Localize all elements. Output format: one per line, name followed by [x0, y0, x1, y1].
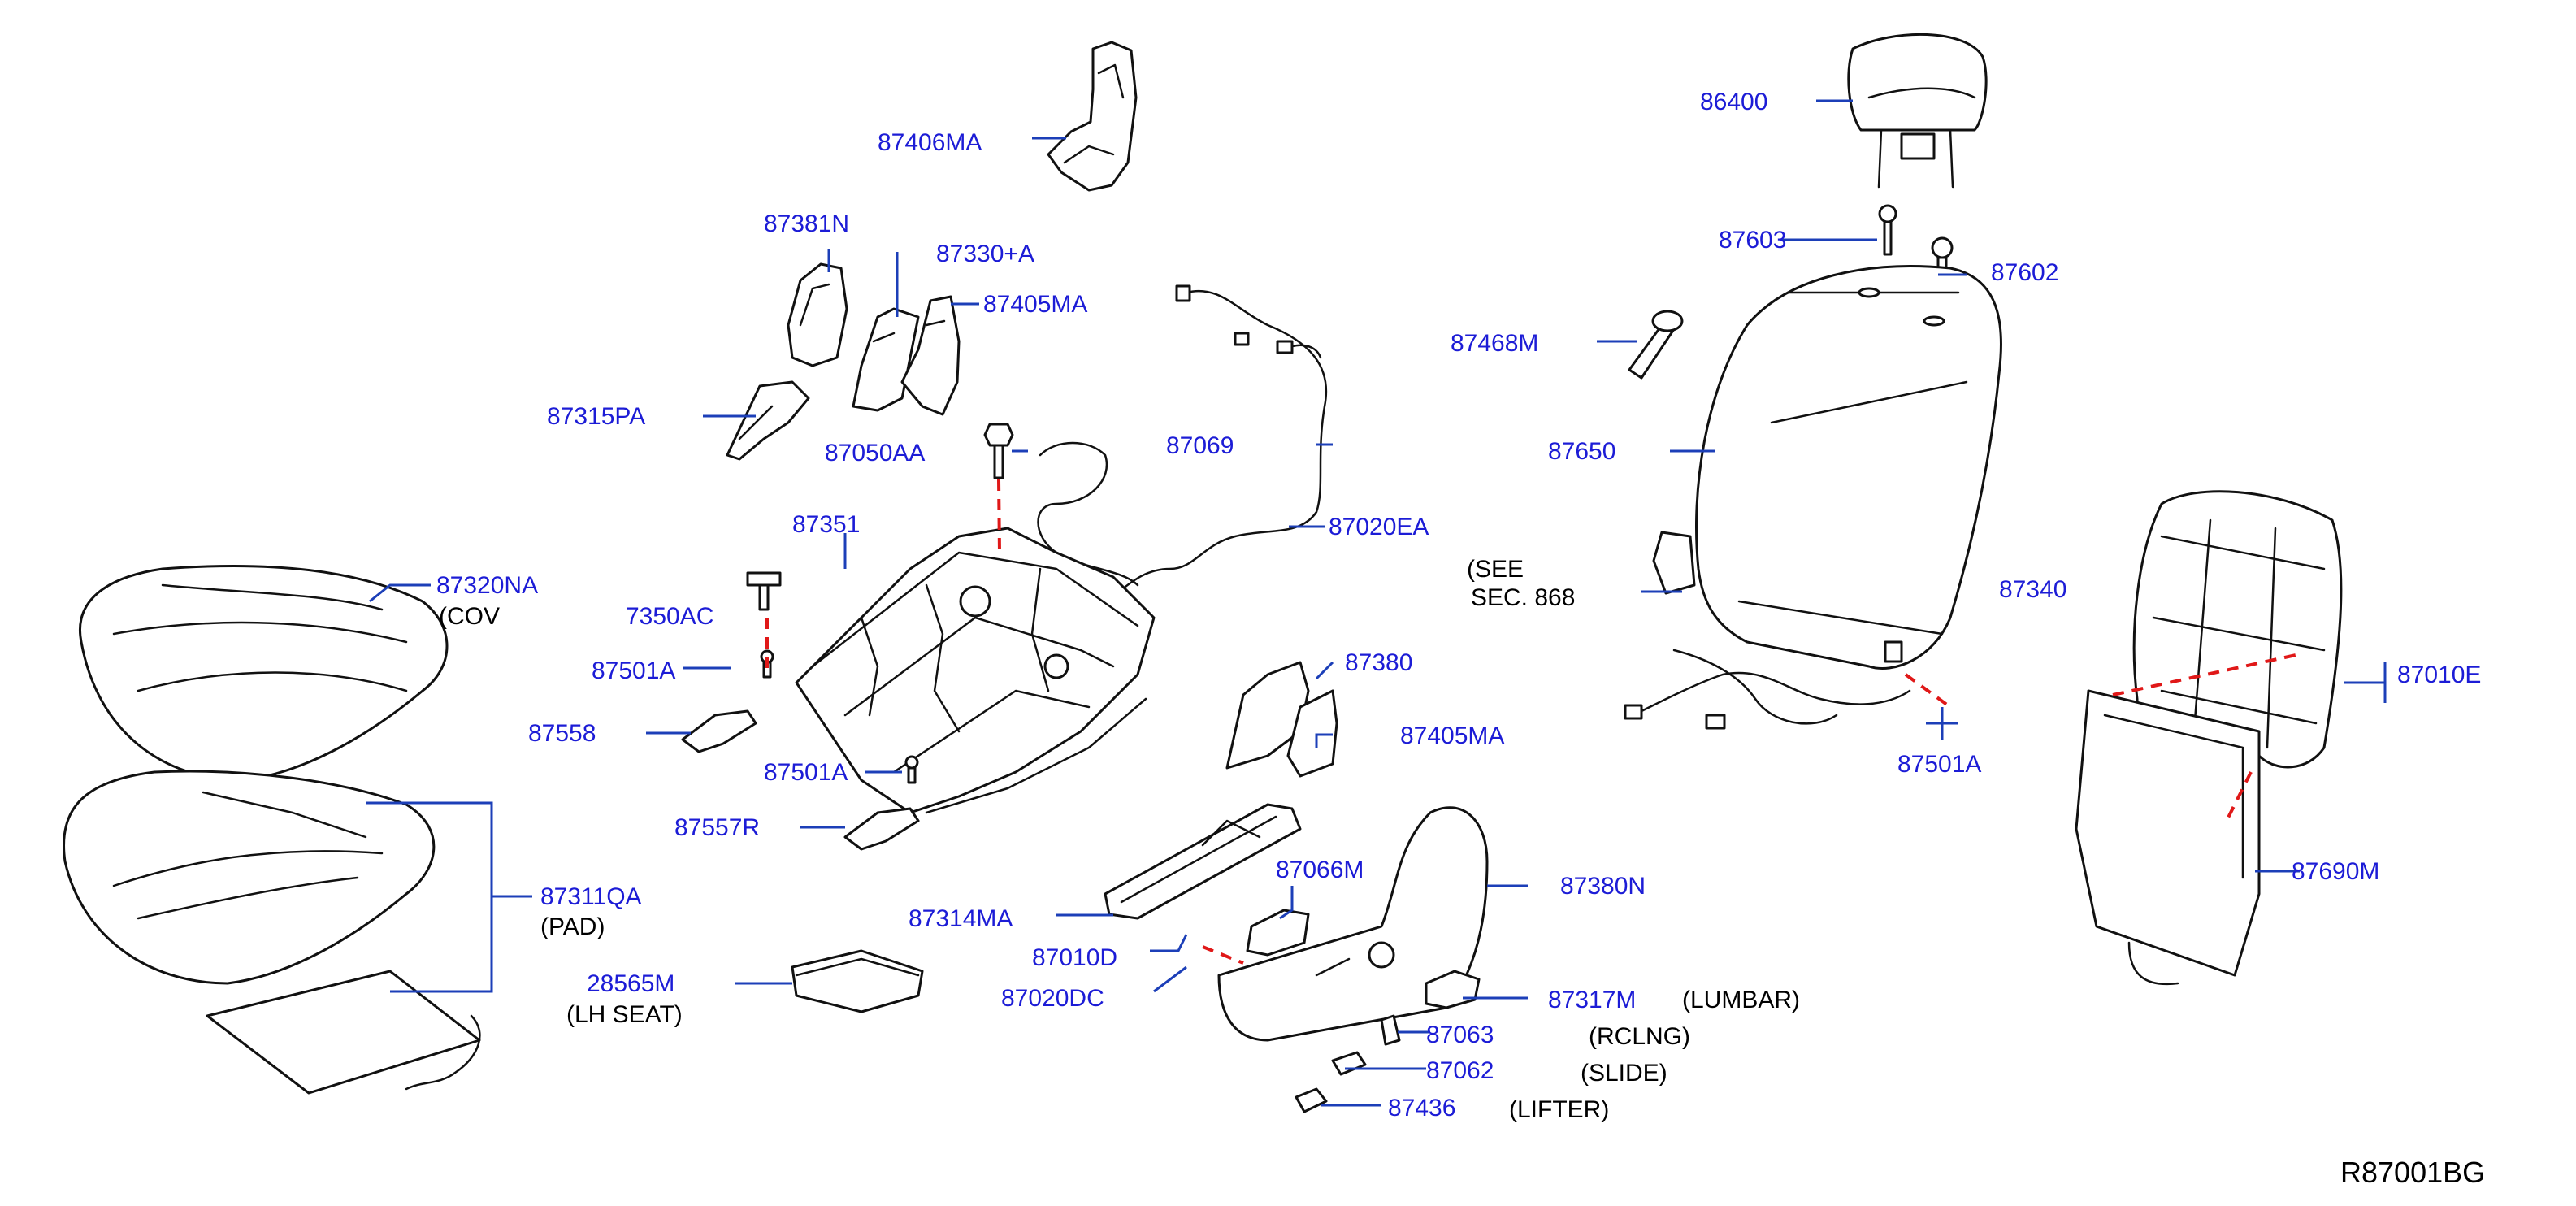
- callout-87320na: 87320NA: [436, 572, 538, 599]
- part-28565m-control-unit: [791, 949, 924, 1013]
- callout-87314ma: 87314MA: [909, 905, 1013, 932]
- callout-87557r: 87557R: [674, 814, 760, 841]
- callout-28565m: 28565M: [587, 970, 674, 997]
- callout-87468m: 87468M: [1451, 330, 1538, 357]
- leader-lines: [366, 99, 2387, 1107]
- callout-87405ma-mid: 87405MA: [1400, 722, 1504, 749]
- callout-87020ea: 87020EA: [1329, 514, 1429, 540]
- callout-87381n: 87381N: [764, 210, 849, 237]
- callout-87330a: 87330+A: [936, 241, 1034, 267]
- callout-87062: 87062: [1426, 1057, 1494, 1084]
- part-87320na-cushion-cover: [79, 564, 449, 782]
- part-87406ma-trim: [1047, 41, 1138, 192]
- part-87436-lifter-knob: [1295, 1087, 1328, 1113]
- callout-87501a-mid: 87501A: [764, 759, 848, 786]
- part-belt-buckle: [1652, 531, 1696, 595]
- callout-87501a-left: 87501A: [592, 657, 675, 684]
- callout-87351: 87351: [792, 511, 860, 538]
- callout-87311qa: 87311QA: [540, 883, 642, 910]
- callout-87063: 87063: [1426, 1022, 1494, 1048]
- part-86400-headrest: [1847, 33, 1988, 189]
- callout-87380n: 87380N: [1560, 873, 1646, 900]
- part-87330a-cover: [852, 307, 920, 412]
- part-87468m-knob: [1628, 310, 1684, 380]
- callout-87501a-right: 87501A: [1897, 751, 1981, 778]
- note-pad: (PAD): [540, 913, 605, 940]
- callout-87020dc: 87020DC: [1001, 985, 1104, 1012]
- note-see: (SEE: [1467, 556, 1524, 583]
- diagram-reference-code: R87001BG: [2340, 1156, 2485, 1189]
- callout-87406ma: 87406MA: [878, 129, 982, 156]
- part-87063-rclng-knob: [1380, 1014, 1401, 1046]
- note-sec-868: SEC. 868: [1471, 584, 1575, 611]
- callout-clipped-87340: 87340: [1999, 576, 2066, 603]
- callout-87602: 87602: [1991, 259, 2058, 286]
- part-87066m-switch: [1246, 909, 1310, 957]
- part-87501a-bolts: [746, 571, 919, 784]
- part-87381n-cover: [787, 262, 848, 367]
- callout-87690m: 87690M: [2292, 858, 2379, 885]
- part-87603-guide: [1878, 204, 1897, 256]
- part-87351-seat-frame: [795, 527, 1156, 814]
- note-lifter: (LIFTER): [1509, 1096, 1609, 1123]
- callout-87010d: 87010D: [1032, 944, 1117, 971]
- part-87690m-back-board: [2075, 689, 2261, 986]
- part-87314ma-finisher: [1104, 803, 1302, 920]
- part-87558-cover: [681, 709, 757, 753]
- part-87405ma-mid-trim: [1286, 689, 1338, 778]
- callout-86400: 86400: [1700, 89, 1767, 115]
- part-87405ma-upper-trim: [900, 295, 961, 416]
- part-87650-seat-back: [1695, 265, 2002, 670]
- part-87557r-cover: [843, 807, 920, 851]
- note-lumbar: (LUMBAR): [1682, 987, 1800, 1013]
- callout-87650: 87650: [1548, 438, 1615, 465]
- callout-87558: 87558: [528, 720, 596, 747]
- part-number-callouts: 87406MA 87381N 87330+A 87405MA 87315PA 8…: [436, 89, 2481, 1121]
- callout-clipped-7350ac: 7350AC: [626, 603, 713, 630]
- part-87062-slide-knob: [1331, 1051, 1367, 1076]
- callout-87436: 87436: [1388, 1095, 1455, 1121]
- parenthetical-notes: (PAD) (LH SEAT) (LUMBAR) (RCLNG) (SLIDE)…: [540, 556, 1800, 1123]
- callout-87317m: 87317M: [1548, 987, 1636, 1013]
- part-87315pa-finisher: [726, 380, 810, 461]
- part-seat-heater-mat: [206, 970, 481, 1095]
- note-lh-seat: (LH SEAT): [566, 1001, 683, 1028]
- note-slide: (SLIDE): [1581, 1060, 1667, 1087]
- part-back-frame: [2132, 490, 2343, 769]
- part-back-harness: [1624, 640, 1911, 730]
- callout-87066m: 87066M: [1276, 857, 1364, 883]
- note-cover-clipped: (COV: [439, 603, 500, 630]
- callout-87050aa: 87050AA: [825, 440, 925, 466]
- callout-87380: 87380: [1345, 649, 1412, 676]
- callout-87603: 87603: [1719, 227, 1786, 254]
- part-87050aa-bolt: [983, 423, 1014, 479]
- callout-87010e: 87010E: [2397, 662, 2481, 688]
- callout-87315pa: 87315PA: [547, 403, 645, 430]
- note-rclng: (RCLNG): [1589, 1023, 1690, 1050]
- callout-87405ma-top: 87405MA: [983, 291, 1087, 318]
- part-87380n-side-cover: [1217, 806, 1489, 1042]
- part-87311qa-pad: [63, 770, 436, 985]
- callout-87069: 87069: [1166, 432, 1234, 459]
- dashed-connectors: [765, 479, 2301, 965]
